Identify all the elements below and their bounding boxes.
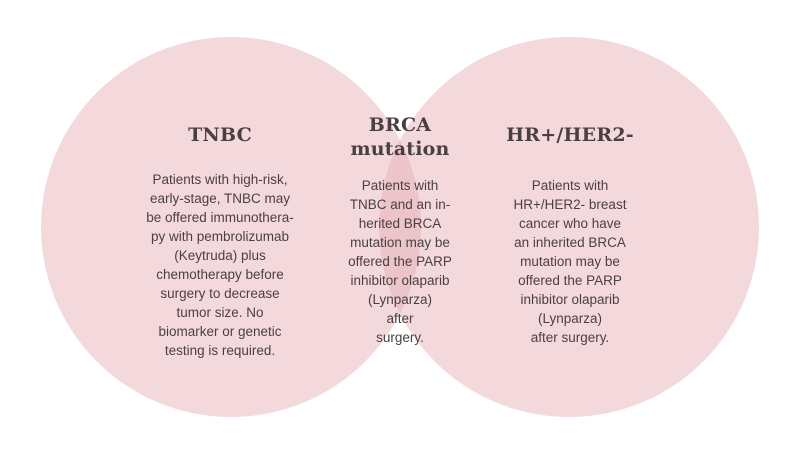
brca-mutation-description-line: mutation may be	[350, 235, 450, 250]
brca-mutation-description-line: Patients with	[361, 178, 439, 193]
tnbc-description-line: py with pembrolizumab	[150, 229, 290, 244]
tnbc-description-line: biomarker or genetic	[158, 324, 282, 339]
hr-her2-description-line: Patients with	[531, 178, 609, 193]
tnbc-description-line: tumor size. No	[176, 305, 264, 320]
tnbc-description-line: (Keytruda) plus	[174, 248, 266, 263]
brca-mutation-description-line: after	[386, 311, 414, 326]
hr-her2-description-line: (Lynparza)	[537, 311, 603, 326]
hr-her2-description-line: cancer who have	[518, 216, 622, 231]
brca-mutation-description-line: offered the PARP	[348, 254, 452, 269]
brca-mutation-description-line: (Lynparza)	[367, 292, 433, 307]
tnbc-description: Patients with high-risk, early-stage, TNB…	[120, 170, 320, 360]
hr-her2-description-line: an inherited BRCA	[514, 235, 626, 250]
hr-her2-description-line: mutation may be	[520, 254, 620, 269]
brca-mutation-title-line: mutation	[350, 137, 450, 160]
hr-her2-description-line: after surgery.	[530, 330, 610, 345]
brca-mutation-description-line: herited BRCA	[358, 216, 442, 231]
tnbc-description-line: Patients with high-risk,	[152, 172, 288, 187]
brca-mutation-description-line: surgery.	[376, 330, 424, 345]
tnbc-description-line: chemotherapy before	[156, 267, 284, 282]
tnbc-description-line: early-stage, TNBC may	[149, 191, 291, 206]
brca-mutation-description-line: TNBC and an in-	[349, 197, 451, 212]
tnbc-description-line: be offered immunothera-	[146, 210, 294, 225]
hr-her2-description-line: offered the PARP	[518, 273, 622, 288]
tnbc-description-line: surgery to decrease	[160, 286, 280, 301]
hr-her2-title: HR+/HER2-	[506, 124, 634, 146]
hr-her2-description-line: inhibitor olaparib	[520, 292, 620, 307]
circle-tnbc	[41, 37, 421, 417]
tnbc-description-line: testing is required.	[164, 343, 276, 358]
hr-her2-description-line: HR+/HER2- breast	[513, 197, 627, 212]
brca-mutation-description-line: inhibitor olaparib	[350, 273, 450, 288]
circle-hr-her2	[379, 37, 759, 417]
brca-mutation-title-line: BRCA	[368, 114, 432, 136]
tnbc-title: TNBC	[188, 124, 252, 146]
